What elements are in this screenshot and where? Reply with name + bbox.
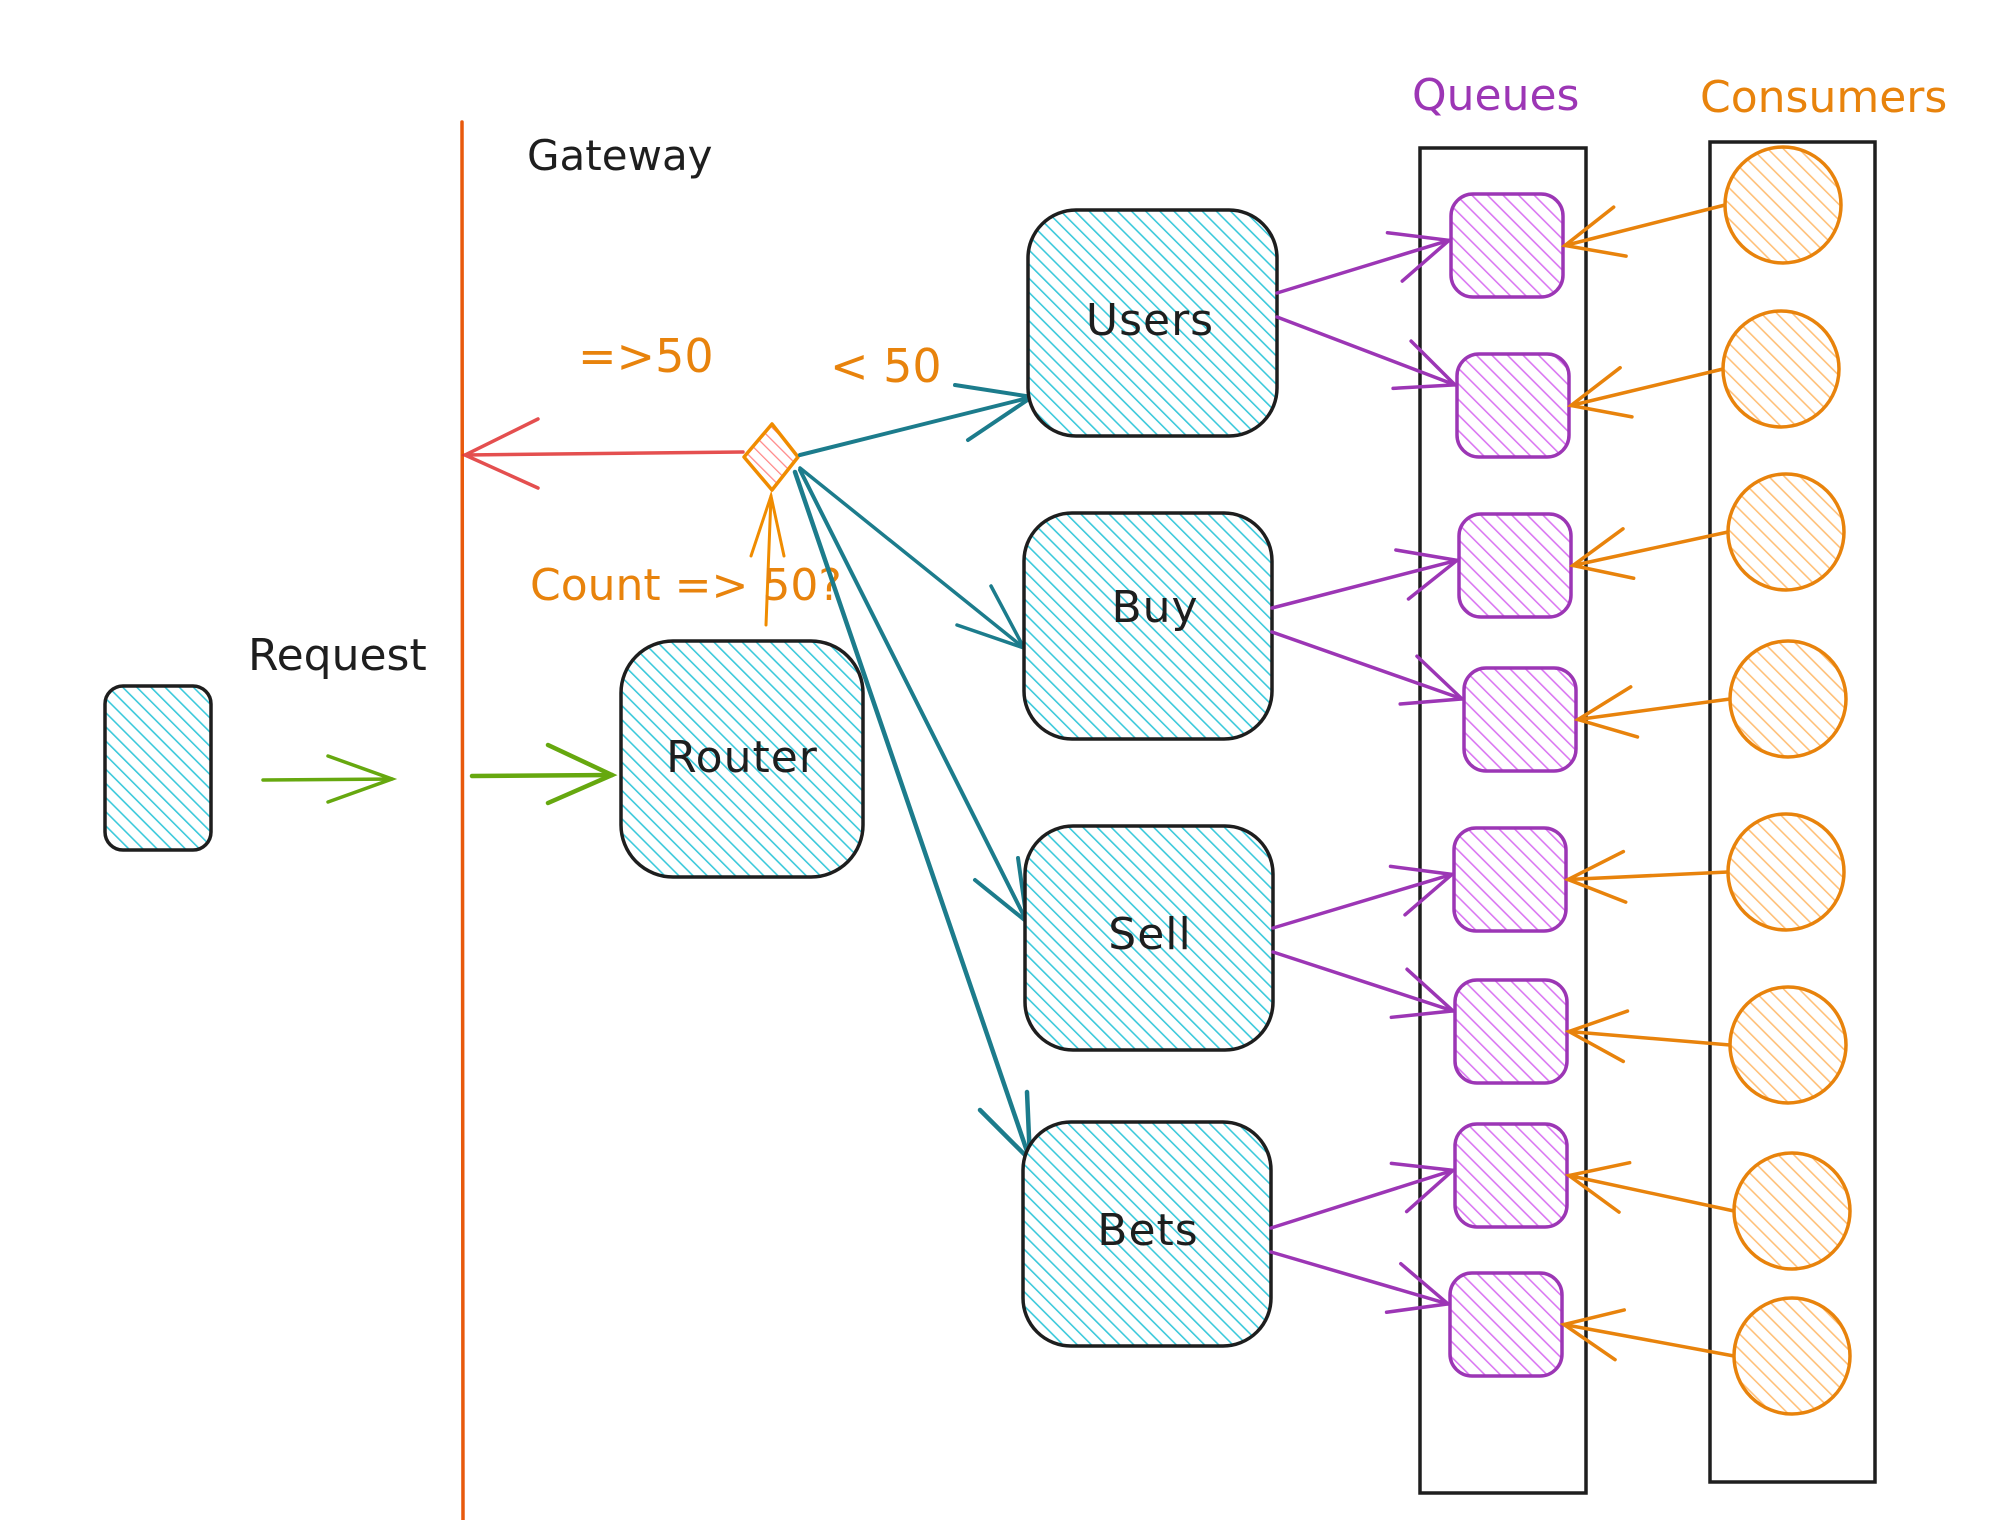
queue-box[interactable]	[1448, 1271, 1564, 1378]
consumer-node[interactable]	[1721, 309, 1841, 429]
queue-box[interactable]	[1449, 192, 1565, 299]
queues-container	[1418, 146, 1588, 1495]
queue-list	[1448, 192, 1578, 1378]
queues-header: Queues	[1412, 70, 1579, 121]
service-to-queue-arrow	[1269, 1161, 1458, 1230]
accept-condition-label: < 50	[830, 339, 942, 393]
service-to-queue-arrows	[1269, 230, 1467, 1314]
consumer-node[interactable]	[1723, 145, 1843, 265]
service-to-queue-arrow	[1275, 230, 1454, 295]
consumer-node[interactable]	[1728, 985, 1848, 1105]
consumer-node[interactable]	[1726, 472, 1846, 592]
service-to-queue-arrow	[1271, 864, 1457, 930]
consumer-to-queue-arrow	[1559, 1308, 1736, 1362]
queue-box[interactable]	[1462, 666, 1578, 773]
client-request-box[interactable]	[103, 684, 213, 852]
consumer-to-queue-arrow	[1563, 849, 1730, 904]
service-label: Buy	[1111, 582, 1198, 633]
consumer-node[interactable]	[1728, 639, 1848, 759]
consumer-to-queue-arrow	[1573, 685, 1732, 739]
decision-question-label: Count => 50?	[530, 560, 842, 611]
service-to-queue-arrow	[1271, 950, 1458, 1020]
service-to-queue-arrow	[1270, 548, 1462, 610]
router-box[interactable]	[619, 639, 865, 879]
consumer-to-queue-arrow	[1568, 527, 1730, 581]
request-arrow-to-gateway	[261, 754, 398, 804]
reject-condition-label: =>50	[578, 329, 714, 383]
consumer-to-queue-arrow	[1566, 365, 1725, 419]
request-label: Request	[248, 630, 427, 681]
service-bets[interactable]: Bets	[1021, 1120, 1273, 1348]
service-box[interactable]	[1021, 1120, 1273, 1348]
service-to-queue-arrow	[1275, 315, 1460, 391]
queue-box[interactable]	[1455, 352, 1571, 459]
consumer-to-queue-arrow	[1564, 1009, 1732, 1064]
consumer-node[interactable]	[1732, 1151, 1852, 1271]
decision-diamond[interactable]	[742, 422, 800, 492]
gateway-label: Gateway	[527, 131, 713, 180]
route-arrow-buy	[798, 466, 1028, 652]
queue-box[interactable]	[1452, 826, 1568, 933]
consumer-list	[1721, 145, 1852, 1416]
consumers-container	[1708, 140, 1877, 1484]
consumer-to-queue-arrows	[1559, 203, 1736, 1362]
service-sell[interactable]: Sell	[1023, 824, 1275, 1052]
service-label: Sell	[1108, 909, 1191, 960]
service-buy[interactable]: Buy	[1022, 511, 1274, 741]
reject-arrow-to-gateway	[460, 417, 745, 490]
count-check-arrow	[749, 490, 786, 627]
request-arrow-to-router	[469, 742, 618, 806]
consumer-to-queue-arrow	[1564, 1160, 1736, 1214]
consumers-header: Consumers	[1700, 72, 1947, 123]
service-box[interactable]	[1022, 511, 1274, 741]
router-label: Router	[666, 732, 818, 783]
route-arrow-users	[798, 383, 1038, 457]
service-box[interactable]	[1026, 208, 1279, 438]
queue-box[interactable]	[1457, 512, 1573, 619]
consumer-node[interactable]	[1726, 812, 1846, 932]
service-users[interactable]: Users	[1026, 208, 1279, 438]
service-to-queue-arrow	[1270, 630, 1467, 706]
service-box[interactable]	[1023, 824, 1275, 1052]
service-to-queue-arrow	[1269, 1250, 1453, 1314]
queue-box[interactable]	[1453, 1122, 1569, 1229]
consumer-node[interactable]	[1732, 1296, 1852, 1416]
router-node[interactable]: Router	[619, 639, 865, 879]
queue-box[interactable]	[1453, 978, 1569, 1085]
service-label: Users	[1086, 295, 1214, 346]
consumer-to-queue-arrow	[1560, 203, 1727, 258]
service-label: Bets	[1097, 1205, 1198, 1256]
gateway-boundary-line	[460, 120, 465, 1520]
